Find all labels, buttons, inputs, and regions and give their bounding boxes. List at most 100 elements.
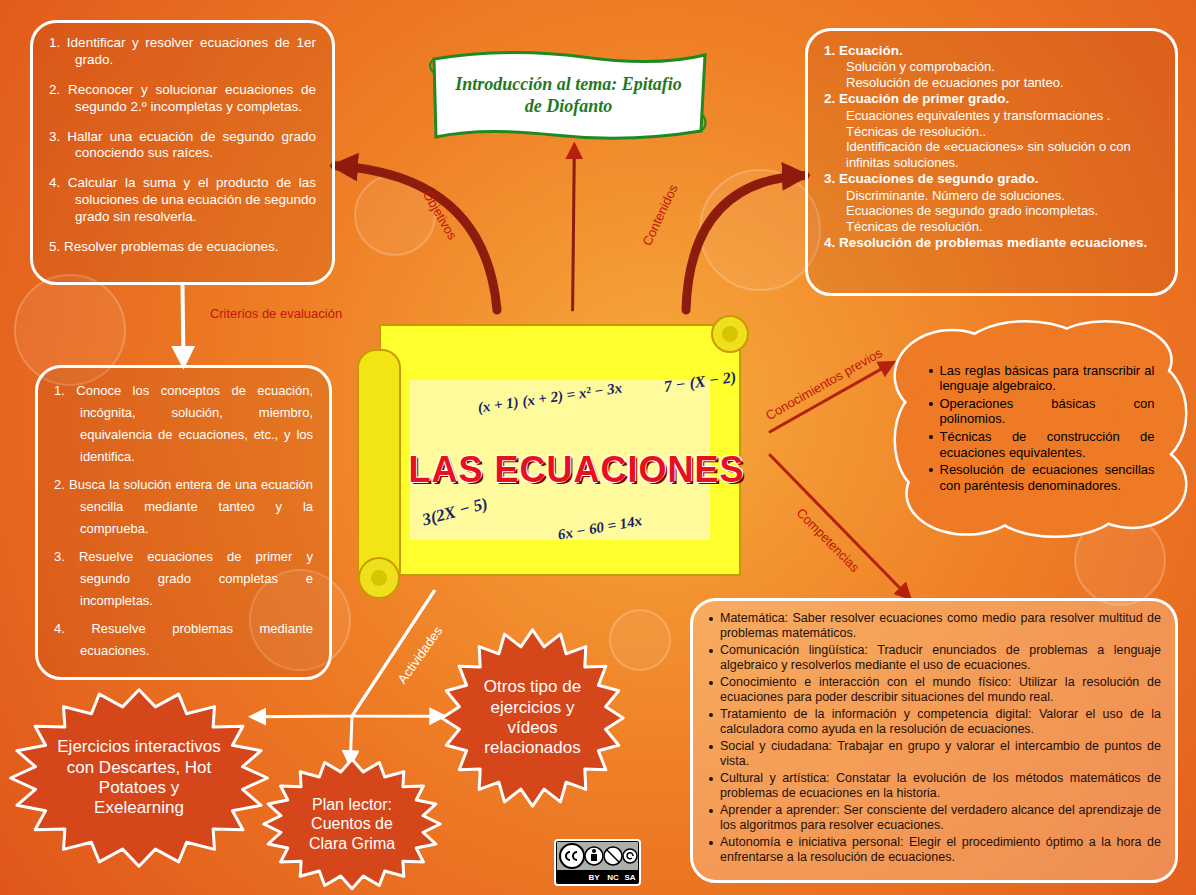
bullet-dot (929, 369, 933, 373)
bullet-text: Matemática: Saber resolver ecuaciones co… (720, 611, 1161, 641)
list-item: 3. Resuelve ecuaciones de primer y segun… (54, 546, 313, 612)
section-item: Solución y comprobación. (824, 59, 1159, 75)
scroll-sheet (380, 325, 740, 575)
starburst-shape (11, 690, 268, 866)
list-item: 3. Hallar una ecuación de segundo grado … (49, 129, 316, 163)
connector-label: Criterios de evaluación (210, 306, 342, 321)
nc-symbol (604, 847, 622, 865)
bullet-dot (709, 809, 713, 813)
bullet-item: Comunicación lingüística: Traducir enunc… (707, 643, 1161, 673)
contents-box: 1. Ecuación.Solución y comprobación.Reso… (805, 28, 1178, 296)
bullet-text: Cultural y artística: Constatar la evolu… (720, 771, 1161, 801)
bullet-text: Técnicas de construcción de ecuaciones e… (940, 429, 1155, 460)
bullet-item: Las reglas básicas para transcribir al l… (927, 363, 1155, 394)
section-item: Ecuaciones de segundo grado incompletas. (824, 203, 1159, 219)
bullet-dot (709, 777, 713, 781)
connector-arrow (183, 285, 184, 365)
list-item: 5. Resolver problemas de ecuaciones. (49, 239, 316, 256)
bullet-dot (709, 745, 713, 749)
section-item: Identificación de «ecuaciones» sin soluc… (824, 139, 1159, 171)
connector-label: Conocimientos previos (763, 345, 885, 423)
list-item: 2. Busca la solución entera de una ecuac… (54, 474, 313, 540)
node-text: Otros tipo de ejercicios y vídeos relaci… (473, 677, 593, 759)
main-title: LAS ECUACIONES (408, 449, 728, 491)
connector-label: Contenidos (639, 182, 680, 248)
text-area: Otros tipo de ejercicios y vídeos relaci… (473, 677, 593, 759)
text-area: Plan lector: Cuentos de Clara Grima (296, 795, 408, 853)
banner-shape (434, 52, 705, 138)
text-area: LAS ECUACIONES (408, 449, 728, 491)
scroll-curl-core (722, 326, 738, 342)
bullet-dot (709, 617, 713, 621)
bullet-text: Aprender a aprender: Ser consciente del … (720, 803, 1161, 833)
license-text: BY (588, 873, 599, 882)
scroll-roll (358, 350, 400, 588)
list-item: 4. Calcular la suma y el producto de las… (49, 175, 316, 226)
section-heading: 1. Ecuación. (824, 43, 1159, 59)
sa-arrow (627, 853, 633, 859)
connector-arrow (350, 591, 434, 764)
node-text: Introducción al tema: Epitafio de Diofan… (449, 73, 689, 118)
bullet-text: Social y ciudadana: Trabajar en grupo y … (720, 739, 1161, 769)
bullet-dot (929, 435, 933, 439)
bullet-item: Cultural y artística: Constatar la evolu… (707, 771, 1161, 801)
bullet-dot (929, 402, 933, 406)
by-body (591, 854, 597, 861)
bullet-item: Técnicas de construcción de ecuaciones e… (927, 429, 1155, 460)
connector-label: Actividades (395, 624, 446, 687)
bullet-item: Matemática: Saber resolver ecuaciones co… (707, 611, 1161, 641)
scroll-curl-core (371, 570, 387, 586)
cc-badge (555, 840, 640, 885)
section-item: Resolución de ecuaciones por tanteo. (824, 75, 1159, 91)
banner-outline (422, 45, 715, 145)
starburst-shape (264, 759, 440, 888)
section-item: Técnicas de resolución.. (824, 124, 1159, 140)
bullet-text: Resolución de ecuaciones sencillas con p… (940, 462, 1155, 493)
bullet-item: Operaciones básicas con polinomios. (927, 396, 1155, 427)
bullet-dot (929, 468, 933, 472)
bullet-dot (709, 841, 713, 845)
bullet-text: Autonomía e iniciativa personal: Elegir … (720, 835, 1161, 865)
connector-arrow (573, 145, 575, 310)
starburst-shape (442, 630, 623, 806)
activity-starburst: Otros tipo de ejercicios y vídeos relaci… (440, 628, 625, 808)
banner-curl (430, 59, 434, 73)
section-item: Técnicas de resolución. (824, 219, 1159, 235)
connector-arrow (335, 166, 497, 310)
bullet-dot (709, 681, 713, 685)
bullet-item: Aprender a aprender: Ser consciente del … (707, 803, 1161, 833)
objectives-box: 1. Identificar y resolver ecuaciones de … (30, 20, 335, 285)
scroll-curl (712, 316, 748, 352)
cc-letters-glyph (566, 852, 577, 860)
bullet-item: Resolución de ecuaciones sencillas con p… (927, 462, 1155, 493)
title-banner: Introducción al tema: Epitafio de Diofan… (422, 45, 715, 145)
license-text: NC (607, 873, 619, 882)
text-area: Introducción al tema: Epitafio de Diofan… (449, 73, 689, 118)
activity-starburst: Plan lector: Cuentos de Clara Grima (262, 758, 442, 890)
competences-box: Matemática: Saber resolver ecuaciones co… (690, 598, 1178, 883)
banner-curl (701, 115, 706, 131)
bullet-dot (709, 713, 713, 717)
node-text: Ejercicios interactivos con Descartes, H… (57, 737, 222, 819)
list-item: 2. Reconocer y solucionar ecuaciones de … (49, 82, 316, 116)
by-symbol (585, 847, 603, 865)
sa-symbol (623, 849, 637, 863)
list-item: 1. Identificar y resolver ecuaciones de … (49, 35, 316, 69)
section-item: Discriminante. Número de soluciones. (824, 188, 1159, 204)
list-item: 1. Conoce los conceptos de ecuación, inc… (54, 380, 313, 468)
cc-badge-frame (555, 840, 640, 885)
cc-badge-top (557, 842, 638, 870)
list-item: 4. Resuelve problemas mediante ecuacione… (54, 618, 313, 662)
node-text: Plan lector: Cuentos de Clara Grima (296, 795, 408, 853)
bullet-item: Tratamiento de la información y competen… (707, 707, 1161, 737)
cc-symbol (560, 844, 584, 868)
bubble (610, 610, 670, 670)
nc-bar (607, 850, 619, 862)
text-area: Ejercicios interactivos con Descartes, H… (57, 737, 222, 819)
criteria-box: 1. Conoce los conceptos de ecuación, inc… (35, 365, 332, 680)
by-head (592, 849, 596, 853)
bullet-item: Social y ciudadana: Trabajar en grupo y … (707, 739, 1161, 769)
license-text: SA (624, 873, 635, 882)
bullet-text: Operaciones básicas con polinomios. (940, 396, 1155, 427)
